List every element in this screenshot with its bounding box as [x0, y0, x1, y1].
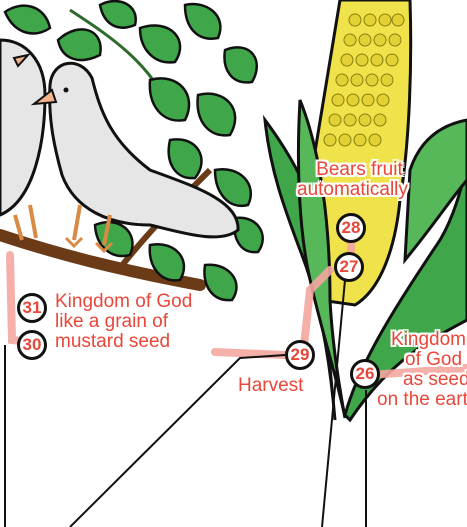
dove-icon — [0, 40, 45, 240]
marker-29: 29 — [285, 340, 315, 370]
label-line: like a grain of — [55, 312, 192, 332]
label-line: Kingdom — [391, 330, 467, 350]
marker-26: 26 — [350, 359, 380, 389]
label-mustard-seed: Kingdom of God like a grain of mustard s… — [55, 292, 192, 352]
marker-27: 27 — [334, 252, 364, 282]
label-bears-fruit: Bears fruit automatically — [297, 160, 408, 200]
label-line: mustard seed — [55, 332, 192, 352]
marker-31: 31 — [17, 293, 47, 323]
marker-28: 28 — [336, 213, 366, 243]
label-line: as seed — [403, 370, 467, 390]
label-line: Kingdom of God — [55, 292, 192, 312]
dove-icon — [34, 63, 238, 251]
marker-30: 30 — [17, 330, 47, 360]
label-line: on the earth — [377, 390, 467, 410]
label-line: of God — [405, 350, 467, 370]
label-line: Bears fruit — [311, 160, 408, 180]
label-kingdom-seed: Kingdom of God as seed on the earth — [377, 330, 467, 410]
label-line: automatically — [297, 180, 408, 200]
label-harvest: Harvest — [238, 376, 303, 396]
